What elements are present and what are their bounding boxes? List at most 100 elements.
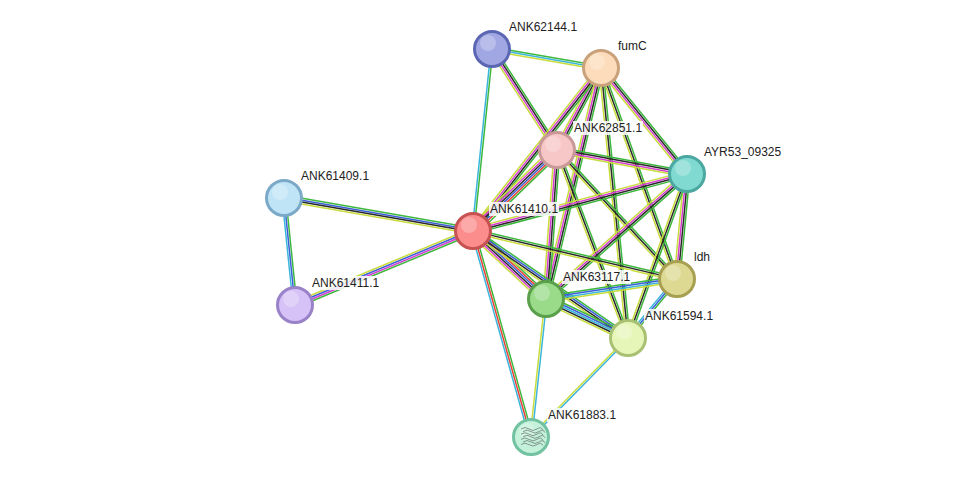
- node-circle: [454, 212, 492, 250]
- protein-node: ANK63117.1: [527, 280, 565, 318]
- evidence-line: [490, 176, 669, 224]
- interaction-edge: [476, 248, 528, 420]
- evidence-line: [301, 204, 455, 231]
- evidence-line: [564, 283, 659, 298]
- node-circle: [668, 155, 706, 193]
- node-label: ANK62851.1: [573, 121, 643, 135]
- node-disc: [584, 51, 619, 86]
- protein-node: ANK61410.1: [454, 212, 492, 250]
- evidence-line: [544, 168, 552, 281]
- interaction-edge: [486, 239, 615, 330]
- node-disc: [475, 32, 510, 67]
- node-label: ANK61883.1: [547, 408, 617, 422]
- node-highlight: [272, 184, 288, 200]
- node-label: ANK61409.1: [300, 169, 370, 183]
- protein-node: ANK62851.1: [538, 131, 576, 169]
- evidence-line: [615, 80, 678, 158]
- evidence-line: [503, 64, 549, 135]
- protein-node: ANK61409.1: [265, 179, 303, 217]
- node-disc: [660, 262, 695, 297]
- evidence-line: [575, 154, 670, 171]
- node-label: ANK61410.1: [489, 202, 559, 216]
- node-disc: [456, 214, 491, 249]
- evidence-line: [312, 239, 457, 299]
- node-highlight: [480, 35, 496, 51]
- interaction-edge: [490, 176, 671, 229]
- structure-icon: [521, 428, 545, 447]
- node-disc: [514, 420, 549, 455]
- protein-node: ANK61883.1: [512, 418, 550, 456]
- protein-node: ANK62144.1: [473, 30, 511, 68]
- interaction-edge: [284, 216, 295, 288]
- protein-node: fumC: [582, 49, 620, 87]
- evidence-line: [532, 317, 543, 419]
- evidence-line: [302, 202, 456, 229]
- evidence-line: [534, 317, 545, 419]
- interaction-edge: [561, 303, 614, 333]
- node-disc: [611, 321, 646, 356]
- node-label: ANK61411.1: [311, 276, 380, 290]
- node-highlight: [519, 423, 535, 439]
- node-label: ANK62144.1: [508, 20, 578, 34]
- node-highlight: [675, 160, 691, 176]
- evidence-line: [561, 310, 610, 334]
- node-label: ANK63117.1: [562, 270, 631, 284]
- node-highlight: [283, 291, 299, 307]
- evidence-line: [284, 216, 291, 287]
- evidence-line: [574, 156, 669, 173]
- interaction-edge: [532, 317, 545, 419]
- protein-node: ldh: [658, 260, 696, 298]
- evidence-line: [501, 65, 547, 136]
- node-label: AYR53_09325: [703, 145, 782, 159]
- node-circle: [582, 49, 620, 87]
- interaction-edge: [574, 150, 670, 173]
- evidence-line: [311, 237, 456, 297]
- evidence-line: [491, 233, 660, 273]
- evidence-line: [302, 198, 456, 225]
- evidence-line: [564, 285, 659, 300]
- evidence-line: [546, 168, 554, 281]
- node-circle: [265, 179, 303, 217]
- interaction-edge: [558, 184, 676, 289]
- node-circle: [276, 286, 314, 324]
- evidence-line: [562, 307, 611, 331]
- node-highlight: [589, 54, 605, 70]
- node-disc: [529, 282, 564, 317]
- node-label: ANK61594.1: [644, 309, 714, 323]
- evidence-line: [476, 67, 491, 213]
- protein-node: AYR53_09325: [668, 155, 706, 193]
- evidence-line: [480, 248, 528, 419]
- node-label: ldh: [693, 250, 711, 264]
- evidence-line: [311, 235, 456, 295]
- protein-node: ANK61411.1: [276, 286, 314, 324]
- evidence-line: [476, 249, 524, 420]
- interaction-edge: [543, 350, 616, 425]
- interaction-edge: [474, 67, 491, 213]
- node-disc: [670, 157, 705, 192]
- node-circle: [609, 319, 647, 357]
- node-label: fumC: [617, 39, 648, 53]
- evidence-line: [563, 305, 612, 329]
- evidence-line: [474, 67, 489, 213]
- evidence-line: [544, 352, 616, 425]
- interaction-edge: [676, 192, 688, 262]
- node-disc: [540, 133, 575, 168]
- interaction-edge: [544, 168, 558, 282]
- evidence-line: [561, 308, 610, 332]
- evidence-line: [313, 241, 458, 301]
- node-circle: [527, 280, 565, 318]
- protein-node: ANK61594.1: [609, 319, 647, 357]
- evidence-line: [509, 54, 583, 67]
- node-circle: [658, 260, 696, 298]
- evidence-line: [487, 242, 612, 329]
- evidence-line: [510, 52, 584, 65]
- node-highlight: [545, 136, 561, 152]
- interaction-edge: [509, 50, 583, 67]
- node-disc: [278, 288, 313, 323]
- evidence-line: [571, 162, 666, 265]
- evidence-line: [478, 248, 526, 419]
- node-highlight: [461, 217, 477, 233]
- evidence-line: [491, 235, 660, 275]
- evidence-line: [548, 168, 556, 281]
